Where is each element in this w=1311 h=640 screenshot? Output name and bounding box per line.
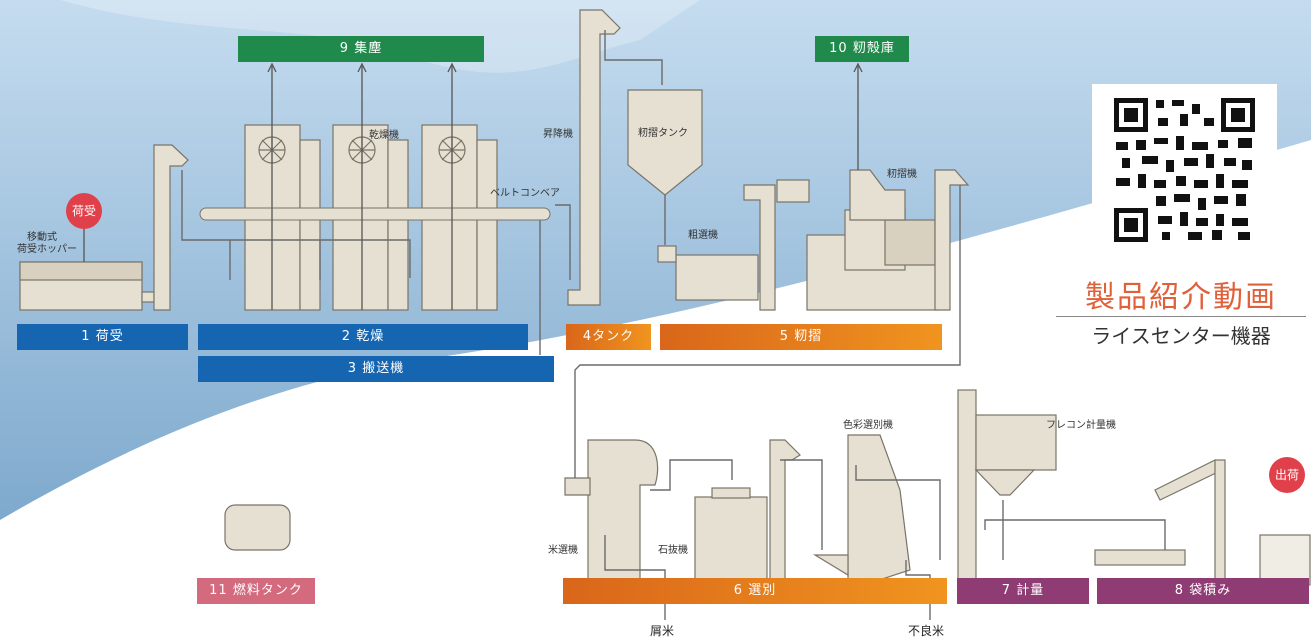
label-rice-sorter: 米選機 xyxy=(548,545,578,556)
label-flecon-scale: フレコン計量機 xyxy=(1046,420,1116,431)
label-belt-conveyor: ベルトコンベア xyxy=(490,188,560,199)
band-weighing: 7 計量 xyxy=(957,578,1089,604)
label-rough-sorter: 粗選機 xyxy=(688,230,718,241)
promo-divider xyxy=(1056,316,1306,317)
rice-sorter xyxy=(587,439,659,591)
band-husking: 5 籾摺 xyxy=(660,324,942,350)
band-conveyor: 3 搬送機 xyxy=(198,356,554,382)
band-husk-storage: 10 籾殻庫 xyxy=(815,36,909,62)
promo-title[interactable]: 製品紹介動画 xyxy=(1085,280,1277,315)
label-dryer: 乾燥機 xyxy=(369,130,399,141)
band-dust-collection: 9 集塵 xyxy=(238,36,484,62)
band-fuel-tank: 11 燃料タンク xyxy=(197,578,315,604)
elevator-main xyxy=(567,9,621,306)
band-receiving: 1 荷受 xyxy=(17,324,188,350)
label-husker: 籾摺機 xyxy=(887,169,917,180)
label-hopper-line1: 移動式 xyxy=(27,232,57,243)
band-tank: 4タンク xyxy=(566,324,651,350)
color-sorter xyxy=(847,434,911,591)
label-stone-remover: 石抜機 xyxy=(658,545,688,556)
label-elevator: 昇降機 xyxy=(543,129,573,140)
badge-receive: 荷受 xyxy=(66,193,102,229)
elevator-1 xyxy=(153,144,189,311)
badge-ship: 出荷 xyxy=(1269,457,1305,493)
output-kuzumai: 屑米 xyxy=(650,624,675,638)
label-color-sorter: 色彩選別機 xyxy=(843,420,893,431)
promo-subtitle: ライスセンター機器 xyxy=(1091,324,1271,348)
label-husk-tank: 籾摺タンク xyxy=(638,128,688,139)
rough-sorter xyxy=(675,254,759,301)
stone-remover xyxy=(694,496,768,591)
band-drying: 2 乾燥 xyxy=(198,324,528,350)
flecon-scale xyxy=(957,389,977,591)
band-sorting: 6 選別 xyxy=(563,578,947,604)
qr-code[interactable] xyxy=(1092,84,1277,261)
qr-code-graphic xyxy=(1112,96,1257,244)
fuel-tank-machine xyxy=(224,504,291,551)
band-bagging: 8 袋積み xyxy=(1097,578,1309,604)
output-furyoumai: 不良米 xyxy=(908,624,945,638)
belt-conveyor xyxy=(199,207,551,221)
husk-tank xyxy=(627,89,703,196)
label-hopper-line2: 荷受ホッパー xyxy=(17,244,77,255)
